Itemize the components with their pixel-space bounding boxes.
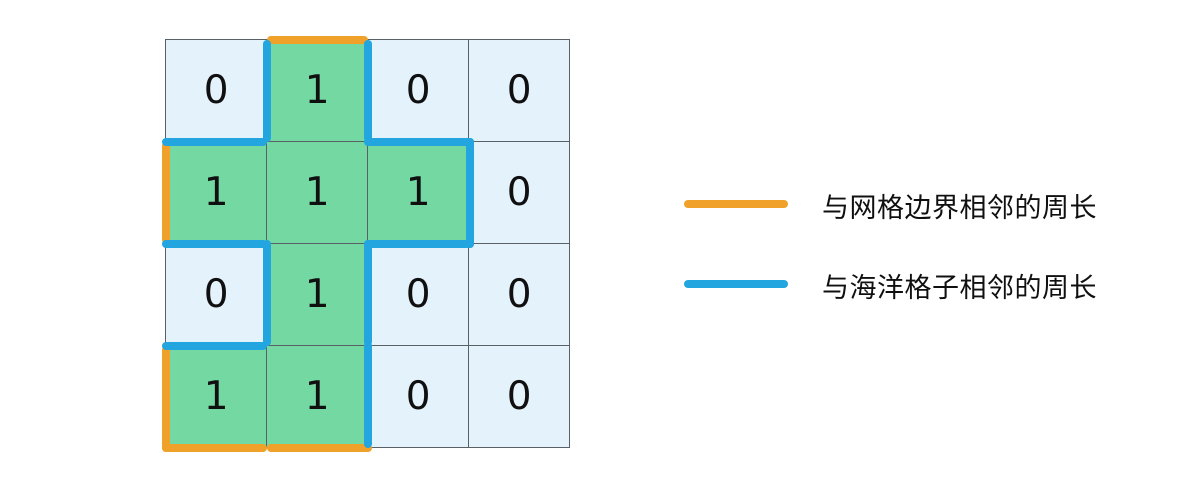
grid-cell-r1c3: 0 bbox=[468, 141, 570, 244]
grid-cell-r0c0: 0 bbox=[165, 39, 267, 142]
legend: 与网格边界相邻的周长 与海洋格子相邻的周长 bbox=[684, 180, 1104, 340]
grid-cell-r0c1: 1 bbox=[266, 39, 368, 142]
island-perimeter-grid-figure: 0 1 0 0 1 1 1 0 0 1 0 0 1 1 0 0 bbox=[162, 36, 570, 452]
legend-item-water-perimeter: 与海洋格子相邻的周长 bbox=[684, 260, 1104, 340]
legend-label-water-perimeter: 与海洋格子相邻的周长 bbox=[822, 273, 1097, 304]
grid-cell-r2c3: 0 bbox=[468, 243, 570, 346]
grid-cell-r3c0: 1 bbox=[165, 345, 267, 448]
grid-cell-r1c1: 1 bbox=[266, 141, 368, 244]
grid-cell-r0c2: 0 bbox=[367, 39, 469, 142]
grid-cell-r2c1: 1 bbox=[266, 243, 368, 346]
grid-cell-r1c2: 1 bbox=[367, 141, 469, 244]
grid-cell-r0c3: 0 bbox=[468, 39, 570, 142]
boundary-perimeter-swatch bbox=[684, 200, 788, 208]
grid-table: 0 1 0 0 1 1 1 0 0 1 0 0 1 1 0 0 bbox=[165, 39, 570, 448]
grid-cell-r1c0: 1 bbox=[165, 141, 267, 244]
grid-cell-r3c1: 1 bbox=[266, 345, 368, 448]
grid-cell-r2c2: 0 bbox=[367, 243, 469, 346]
water-perimeter-swatch bbox=[684, 280, 788, 288]
grid-cell-r3c2: 0 bbox=[367, 345, 469, 448]
legend-item-boundary-perimeter: 与网格边界相邻的周长 bbox=[684, 180, 1104, 260]
grid-cell-r3c3: 0 bbox=[468, 345, 570, 448]
legend-label-boundary-perimeter: 与网格边界相邻的周长 bbox=[822, 193, 1097, 224]
grid-cell-r2c0: 0 bbox=[165, 243, 267, 346]
